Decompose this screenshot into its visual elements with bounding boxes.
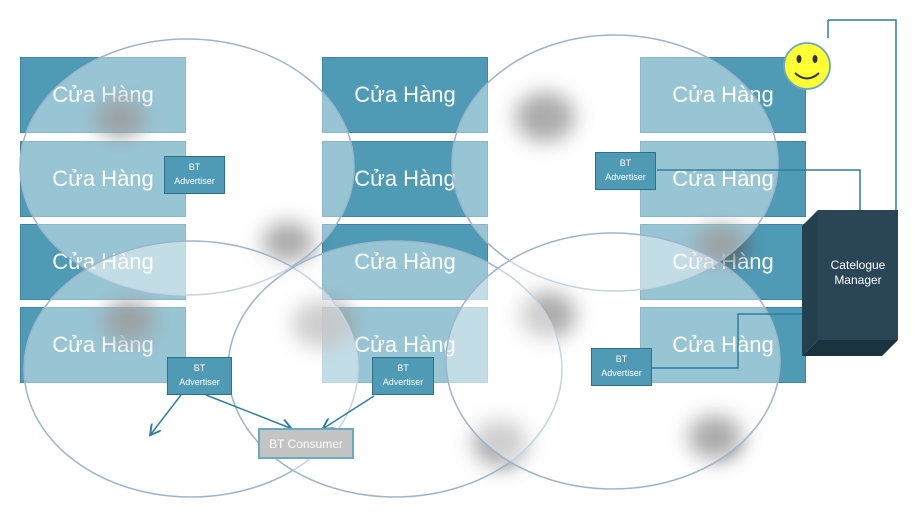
person-blur xyxy=(688,415,742,459)
person-blur xyxy=(695,225,747,265)
store-c2-r1: Cửa Hàng xyxy=(322,57,488,133)
person-blur xyxy=(520,292,576,338)
store-label: Cửa Hàng xyxy=(672,332,774,358)
store-label: Cửa Hàng xyxy=(52,249,154,275)
bt-advertiser: BT Advertiser xyxy=(595,152,656,190)
person-blur xyxy=(95,98,145,138)
store-c3-r1: Cửa Hàng xyxy=(640,57,806,133)
advertiser-line2: Advertiser xyxy=(174,176,215,186)
person-blur xyxy=(292,300,354,348)
arrow xyxy=(205,394,290,428)
advertiser-line2: Advertiser xyxy=(605,172,646,182)
person-blur xyxy=(262,222,314,262)
bt-advertiser: BT Advertiser xyxy=(164,156,225,194)
smiley-face-icon xyxy=(783,42,831,90)
catalogue-manager-line2: Manager xyxy=(834,273,882,287)
bt-consumer: BT Consumer xyxy=(258,428,354,459)
advertiser-line2: Advertiser xyxy=(382,377,424,387)
store-c2-r3: Cửa Hàng xyxy=(322,224,488,300)
bt-advertiser: BT Advertiser xyxy=(167,357,232,395)
advertiser-line1: BT xyxy=(397,363,409,373)
advertiser-line1: BT xyxy=(193,363,206,373)
store-label: Cửa Hàng xyxy=(354,166,456,191)
store-label: Cửa Hàng xyxy=(354,332,456,358)
person-blur xyxy=(515,92,575,142)
catalogue-manager-label: Catelogue Manager xyxy=(818,258,898,288)
store-label: Cửa Hàng xyxy=(354,82,456,107)
arrow xyxy=(324,395,375,428)
advertiser-line1: BT xyxy=(619,158,632,168)
connector-line xyxy=(828,19,897,212)
catalogue-manager-line1: Catelogue xyxy=(830,258,886,272)
store-label: Cửa Hàng xyxy=(354,249,456,275)
person-blur xyxy=(473,420,527,466)
advertiser-line2: Advertiser xyxy=(601,368,642,378)
advertiser-line1: BT xyxy=(188,162,201,172)
person-blur xyxy=(103,300,155,342)
advertiser-line1: BT xyxy=(615,354,628,364)
store-label: Cửa Hàng xyxy=(52,166,154,192)
bt-advertiser: BT Advertiser xyxy=(372,357,434,395)
advertiser-line2: Advertiser xyxy=(179,377,220,387)
store-c1-r2: Cửa Hàng xyxy=(20,141,186,217)
connector-line xyxy=(657,169,861,210)
bt-advertiser: BT Advertiser xyxy=(591,348,652,386)
catalogue-manager-box xyxy=(802,210,898,356)
arrow xyxy=(151,394,182,434)
store-label: Cửa Hàng xyxy=(672,82,774,108)
